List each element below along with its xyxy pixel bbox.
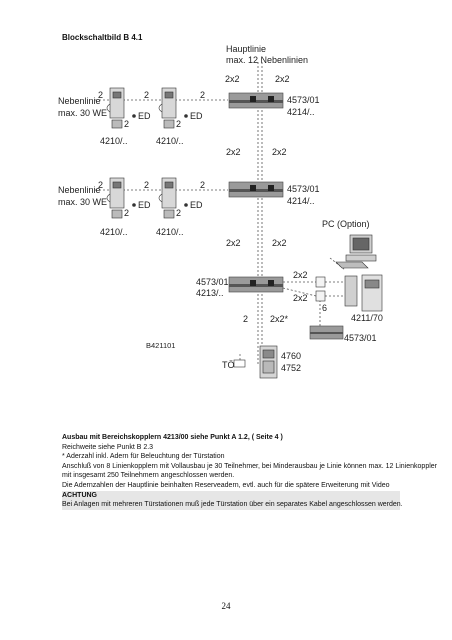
diagram-title: Blockschaltbild B 4.1 <box>62 33 143 42</box>
ed-label: ED <box>190 111 203 121</box>
pc-interface-module <box>309 325 344 340</box>
wire-count-label: 6 <box>322 303 328 313</box>
page-number: 24 <box>221 601 231 611</box>
wire-count-label: 2 <box>144 90 150 100</box>
note-line: Anschluß von 8 Linienkopplern mit Vollau… <box>62 462 437 470</box>
note-line: Reichweite siehe Punkt B 2.3 <box>62 443 154 451</box>
wire-count-label: 2 <box>144 180 150 190</box>
phone-model-label: 4210/.. <box>156 227 184 237</box>
wire-count-label: 2x2 <box>226 147 241 157</box>
wire-count-label: 2x2 <box>226 238 241 248</box>
wire-count-label: 2x2 <box>293 293 308 303</box>
door-station-label-1: 4760 <box>281 351 302 361</box>
phone-model-label: 4210/.. <box>100 227 128 237</box>
wire-count-label: 2x2 <box>225 74 240 84</box>
note-line: * Aderzahl inkl. Adern für Beleuchtung d… <box>62 453 225 461</box>
note-line: Die Adernzahlen der Hauptlinie beinhalte… <box>62 481 390 489</box>
warning-text: Bei Anlagen mit mehreren Türstationen mu… <box>62 500 403 510</box>
branch-line-label-2: max. 30 WE <box>58 197 108 207</box>
desk-phone-icon <box>344 274 383 312</box>
wire-count-label: 2x2 <box>275 74 290 84</box>
notes-heading: Ausbau mit Bereichskopplern 4213/00 sieh… <box>62 434 283 441</box>
coupler-label-1: 4573/01 <box>287 184 320 194</box>
intercom-phone-2b <box>158 177 177 219</box>
wire-count-label: 2 <box>200 90 206 100</box>
main-line-label-1: Hauptlinie <box>226 44 267 54</box>
line-coupler-module-1 <box>228 92 284 109</box>
coupler-label-2: 4214/.. <box>287 107 315 117</box>
desk-phone-label: 4211/70 <box>351 313 383 323</box>
line-coupler-module-2 <box>228 181 284 198</box>
wire-count-label: 2 <box>176 119 182 129</box>
main-line-label-2: max. 12 Nebenlinien <box>226 55 309 65</box>
ed-label: ED <box>138 200 151 210</box>
phone-model-label: 4210/.. <box>156 136 184 146</box>
branch-line-label-1: Nebenlinie <box>58 185 101 195</box>
ed-label: ED <box>138 111 151 121</box>
warning-heading: ACHTUNG <box>62 490 400 501</box>
drawing-reference: B421101 <box>146 341 176 350</box>
wire-count-label: 2 <box>243 314 249 324</box>
connector-boxes <box>315 276 326 302</box>
pc-computer-icon <box>335 234 377 269</box>
phone-model-label: 4210/.. <box>100 136 128 146</box>
intercom-phone-1b <box>158 87 177 129</box>
door-opener-icon <box>233 352 246 368</box>
wire-count-label: 2 <box>176 208 182 218</box>
wire-count-label: 2 <box>124 119 130 129</box>
wire-count-label: 2x2* <box>270 314 289 324</box>
door-station-label-2: 4752 <box>281 363 302 373</box>
note-line: mit insgesamt 250 Teilnehmern angeschlos… <box>62 472 235 480</box>
notes-block: Ausbau mit Bereichskopplern 4213/00 sieh… <box>62 433 437 510</box>
branch-line-label-2: max. 30 WE <box>58 108 108 118</box>
pc-wires <box>282 257 346 330</box>
coupler-label-2: 4214/.. <box>287 196 315 206</box>
wire-count-label: 2x2 <box>272 147 287 157</box>
door-button-icons <box>132 114 188 207</box>
ed-label: ED <box>190 200 203 210</box>
pc-option-label: PC (Option) <box>322 219 370 229</box>
intercom-phone-2a <box>106 177 125 219</box>
branch-line-label-1: Nebenlinie <box>58 96 101 106</box>
coupler-label-1: 4573/01 <box>287 95 320 105</box>
wire-count-label: 2x2 <box>293 270 308 280</box>
wire-count-label: 2 <box>200 180 206 190</box>
door-opener-label: TÖ <box>222 360 235 370</box>
wire-count-label: 2 <box>98 180 104 190</box>
door-station-icon <box>259 345 278 379</box>
wire-count-label: 2x2 <box>272 238 287 248</box>
main-line-wires <box>257 62 263 365</box>
pc-interface-label: 4573/01 <box>344 333 377 343</box>
wire-count-label: 2 <box>98 90 104 100</box>
area-coupler-module <box>228 276 284 293</box>
intercom-phone-1a <box>106 87 125 129</box>
wire-count-label: 2 <box>124 208 130 218</box>
area-coupler-label-1: 4573/01 <box>196 277 229 287</box>
area-coupler-label-2: 4213/.. <box>196 288 224 298</box>
